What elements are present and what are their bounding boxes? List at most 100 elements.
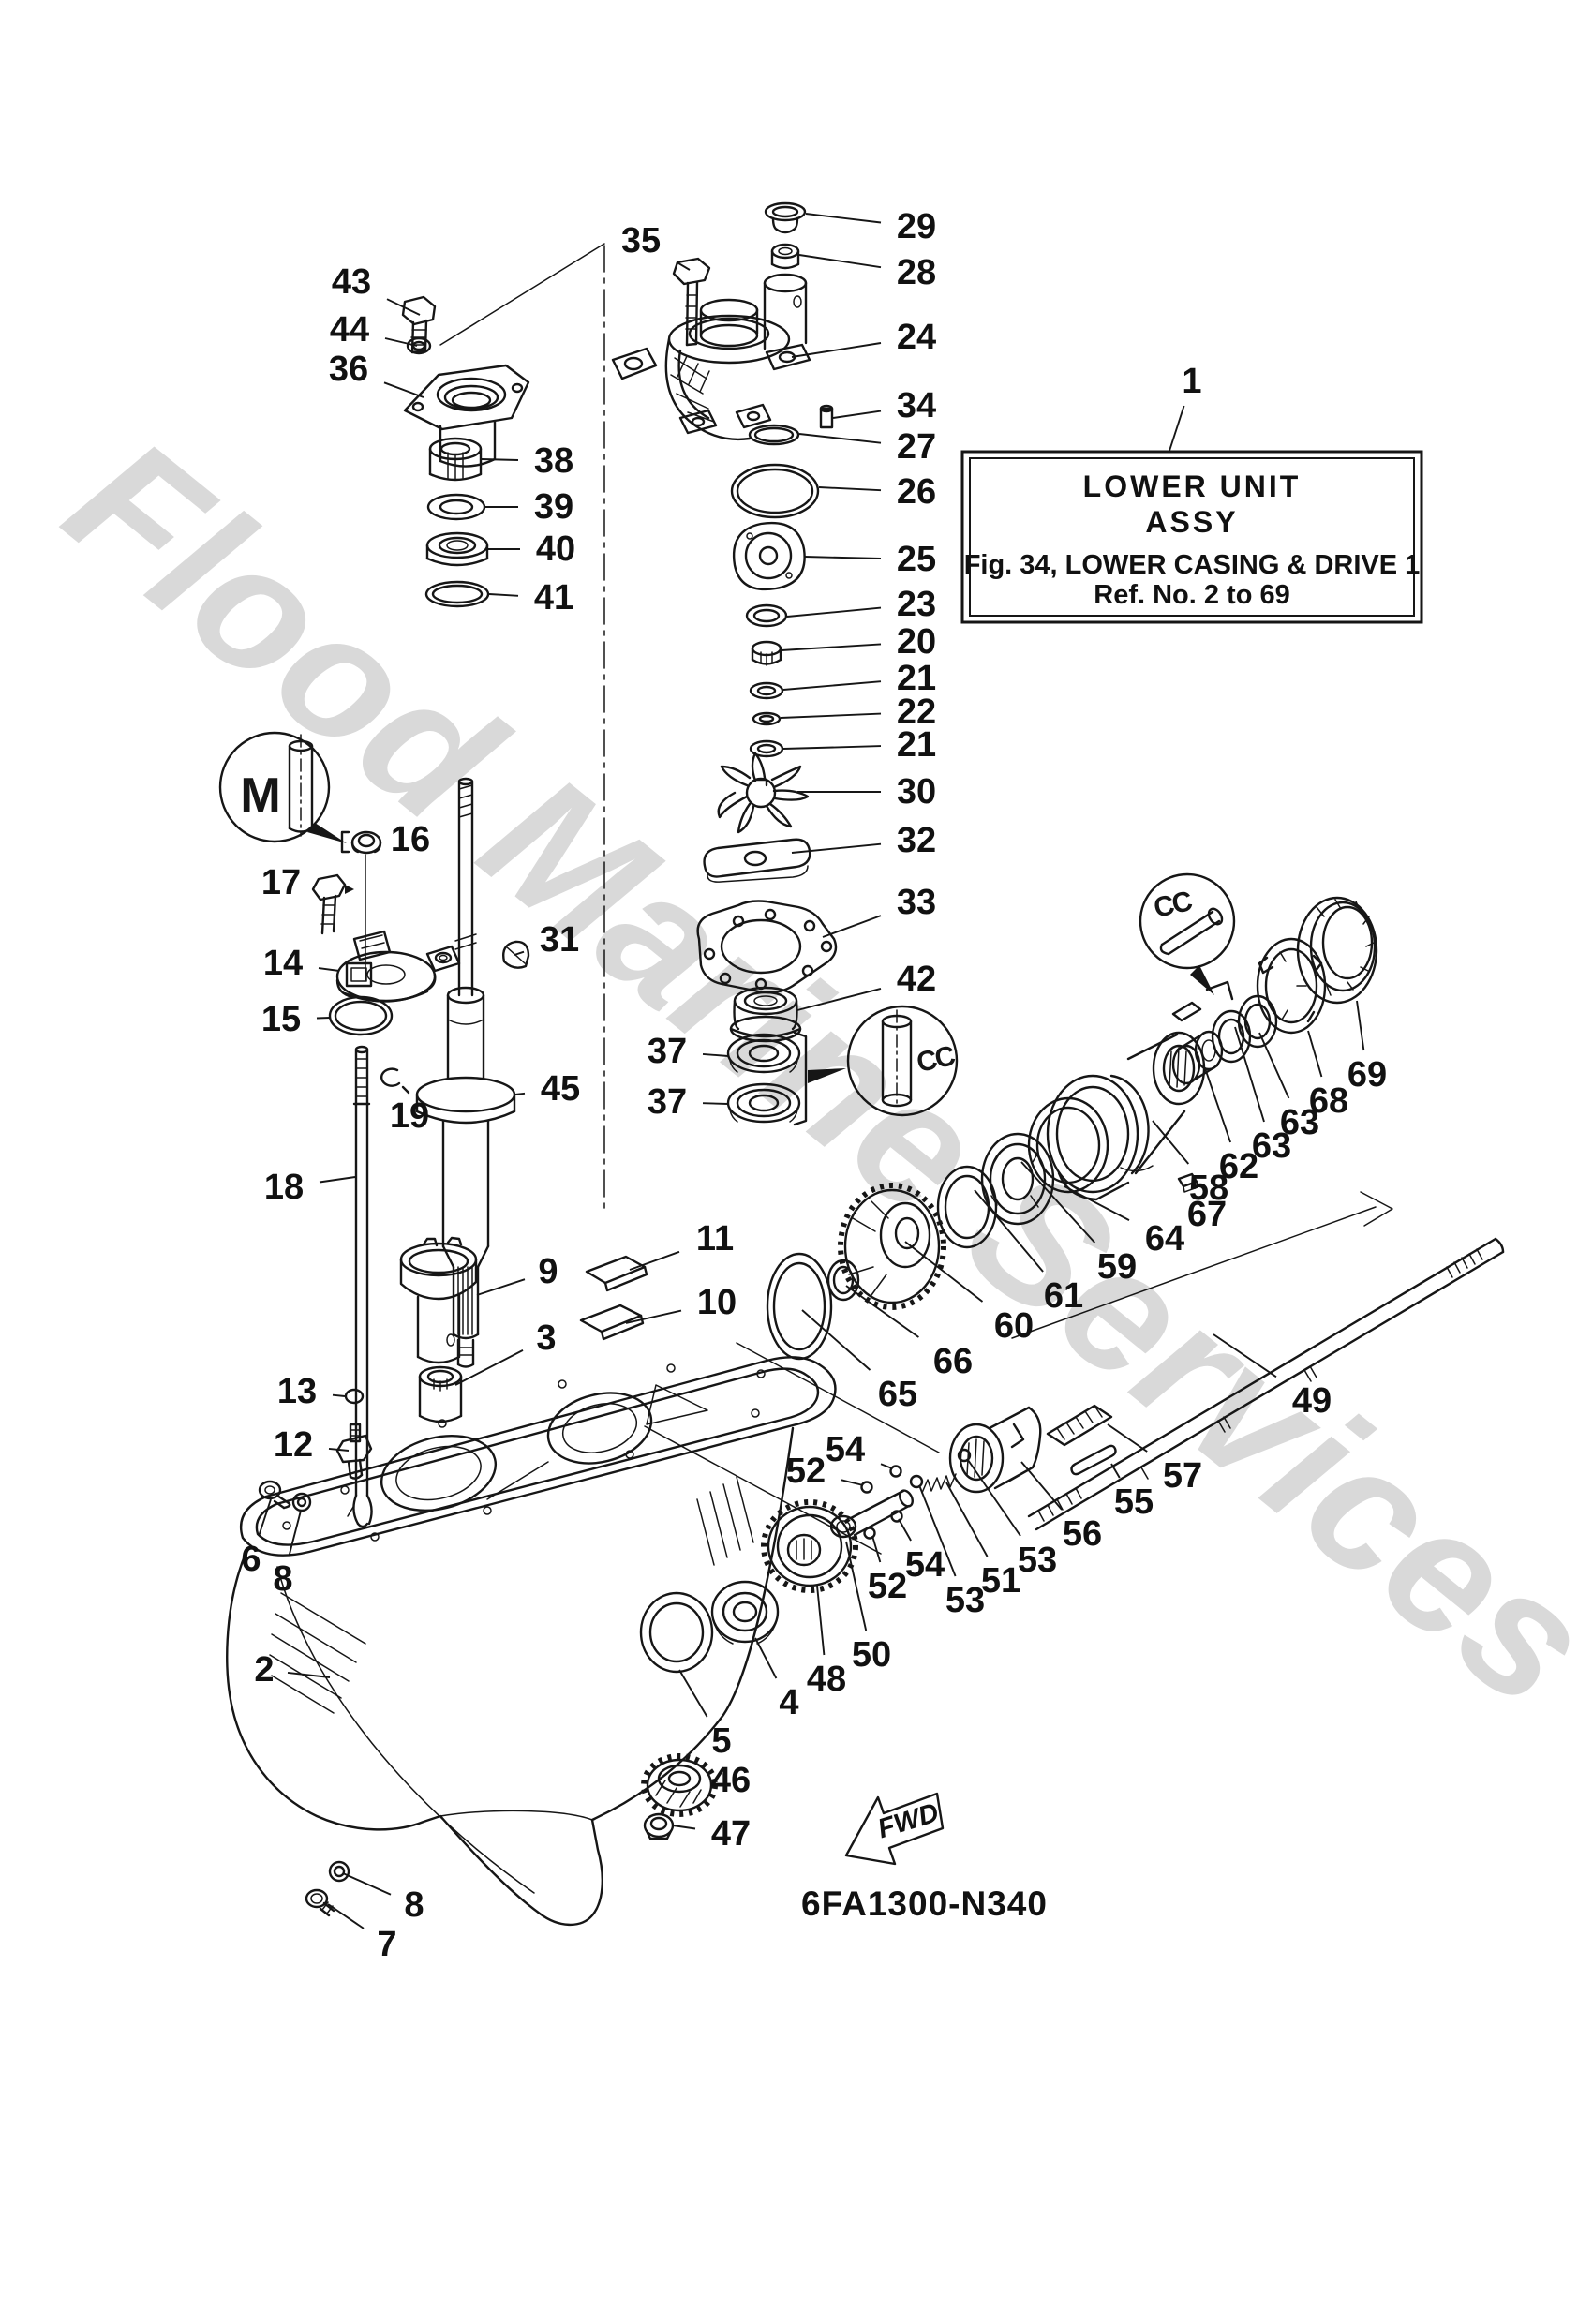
part-label-12: 12 [274, 1425, 313, 1465]
part-label-37: 37 [648, 1082, 687, 1122]
part-label-25: 25 [897, 540, 936, 579]
leader-line-52 [841, 1479, 864, 1486]
part-sketch-washer-39 [426, 493, 486, 521]
part-sketch-lower-casing-2 [226, 1356, 837, 1927]
part-sketch-pinion-46 [641, 1753, 718, 1817]
callout-pointer-mid [808, 1068, 846, 1083]
grease-symbol-CC: CC [1151, 886, 1195, 924]
artwork: M CC CC [218, 201, 1505, 1927]
part-label-49: 49 [1292, 1381, 1332, 1421]
part-label-51: 51 [981, 1561, 1020, 1601]
part-sketch-washer-22 [752, 711, 782, 726]
fwd-arrow: FWD [844, 1792, 945, 1866]
part-label-40: 40 [536, 529, 575, 569]
part-label-58: 58 [1189, 1169, 1228, 1208]
leader-line-48 [816, 1585, 826, 1656]
part-label-46: 46 [711, 1761, 751, 1800]
leader-line-2 [287, 1671, 331, 1678]
part-sketch-bushing-16 [340, 830, 382, 855]
part-sketch-bushing-20 [751, 640, 782, 666]
leader-line-13 [332, 1393, 346, 1397]
leader-line-60 [904, 1241, 984, 1303]
part-label-14: 14 [263, 944, 303, 983]
part-label-9: 9 [538, 1252, 558, 1291]
part-label-38: 38 [534, 441, 573, 481]
part-sketch-cap-29 [764, 201, 807, 234]
leader-line-21 [782, 745, 882, 750]
leader-line-41 [488, 593, 519, 597]
title-box: LOWER UNIT ASSY Fig. 34, LOWER CASING & … [960, 450, 1423, 624]
part-label-19: 19 [390, 1096, 429, 1136]
part-sketch-anode-14 [335, 930, 461, 1003]
part-label-64: 64 [1145, 1219, 1184, 1259]
part-sketch-bearing-4 [710, 1580, 780, 1645]
part-label-10: 10 [697, 1283, 737, 1322]
part-label-57: 57 [1163, 1456, 1202, 1496]
part-label-21: 21 [897, 659, 936, 698]
part-label-18: 18 [264, 1168, 304, 1207]
part-label-29: 29 [897, 207, 936, 246]
construction-line [439, 243, 605, 346]
title-line-4: Ref. No. 2 to 69 [1094, 580, 1290, 610]
part-label-28: 28 [897, 253, 936, 292]
part-label-47: 47 [711, 1814, 751, 1854]
leader-line-11 [629, 1250, 680, 1271]
part-label-52: 52 [868, 1567, 907, 1606]
part-sketch-key-11 [585, 1255, 648, 1292]
leader-line-12 [328, 1447, 350, 1452]
part-sketch-nut-67 [1177, 1172, 1198, 1193]
part-label-50: 50 [852, 1635, 891, 1675]
part-sketch-oring-41 [424, 580, 490, 608]
part-label-5: 5 [711, 1721, 731, 1761]
part-sketch-nut-47 [643, 1812, 675, 1840]
part-label-61: 61 [1044, 1276, 1083, 1316]
part-label-39: 39 [534, 487, 573, 527]
part-sketch-bolt-17 [311, 873, 354, 935]
leader-line-36 [383, 381, 424, 398]
part-label-43: 43 [332, 262, 371, 302]
leader-line-61 [974, 1189, 1044, 1273]
part-label-41: 41 [534, 578, 573, 618]
leader-line-8 [288, 1510, 302, 1556]
part-label-2: 2 [254, 1650, 274, 1690]
part-sketch-forward-gear-60 [838, 1183, 946, 1310]
spring-51 [921, 1473, 957, 1494]
part-label-1: 1 [1182, 362, 1201, 401]
part-sketch-screw-7 [305, 1888, 335, 1917]
leader-line-37 [702, 1102, 729, 1105]
part-label-36: 36 [329, 350, 368, 389]
part-sketch-detent-balls [860, 1448, 972, 1540]
part-sketch-bearing-59 [980, 1132, 1055, 1226]
leader-line-1 [1169, 405, 1185, 452]
part-sketch-ring-23 [745, 603, 788, 628]
leader-line-34 [832, 410, 882, 419]
part-label-68: 68 [1309, 1081, 1348, 1121]
leader-line-26 [818, 486, 882, 492]
part-label-59: 59 [1097, 1247, 1137, 1287]
part-sketch-bearing-37a [726, 1033, 801, 1074]
axis-corner-mark [1360, 1191, 1393, 1227]
leader-line-69 [1356, 1000, 1365, 1051]
leader-line-5 [678, 1669, 708, 1718]
leader-line-35 [676, 261, 691, 271]
leader-line-53 [918, 1484, 957, 1577]
part-label-6: 6 [241, 1540, 261, 1579]
leader-line-47 [672, 1825, 696, 1830]
part-sketch-shim-65 [766, 1252, 833, 1361]
part-label-21: 21 [897, 725, 936, 765]
part-label-53: 53 [1018, 1541, 1057, 1580]
part-label-69: 69 [1347, 1055, 1387, 1095]
part-label-48: 48 [807, 1660, 846, 1699]
grease-symbol-M: M [240, 768, 280, 823]
part-label-62: 62 [1219, 1147, 1258, 1186]
part-label-4: 4 [779, 1683, 798, 1722]
title-line-2: ASSY [1145, 505, 1238, 539]
leader-line-4 [754, 1637, 778, 1679]
part-label-54: 54 [826, 1430, 865, 1469]
part-label-63: 63 [1280, 1103, 1319, 1142]
leader-line-37 [702, 1052, 729, 1057]
part-sketch-washer-8b [328, 1860, 350, 1883]
part-label-60: 60 [994, 1306, 1034, 1346]
leader-line-24 [791, 342, 882, 358]
part-label-15: 15 [261, 1000, 301, 1039]
